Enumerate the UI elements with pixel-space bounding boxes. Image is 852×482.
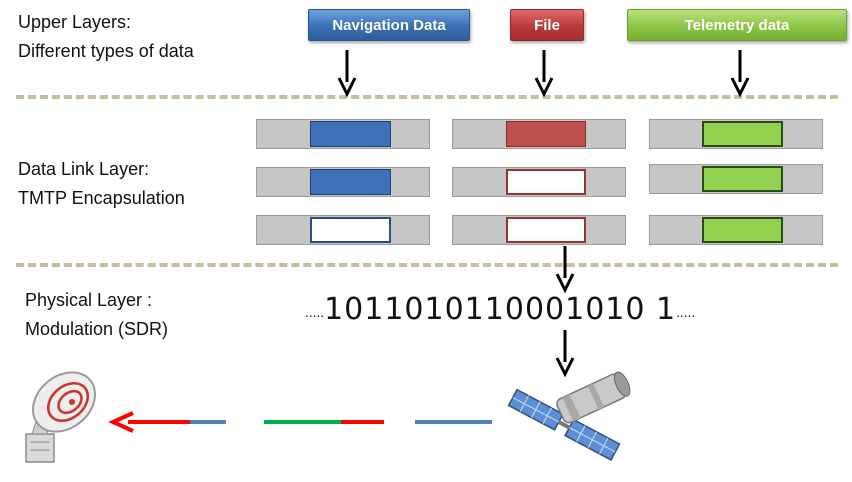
nav-frame-3 (256, 215, 430, 245)
file-tab: File (510, 9, 584, 41)
telemetry-payload-2 (702, 166, 783, 192)
arrow-telemetry-down (730, 50, 750, 98)
nav-payload-1 (310, 121, 391, 147)
file-payload-2 (506, 169, 586, 195)
arrow-frames-to-bits (555, 246, 575, 294)
upper-layers-title: Upper Layers: (18, 12, 132, 32)
physical-layer-label: Physical Layer : Modulation (SDR) (25, 286, 168, 344)
arrow-bits-to-satellite (555, 330, 575, 378)
physical-layer-subtitle: Modulation (SDR) (25, 319, 169, 339)
bitstream-dots-right: ..... (676, 306, 696, 320)
physical-layer-title: Physical Layer : (25, 290, 153, 310)
telemetry-payload-3 (702, 217, 783, 243)
telemetry-frame-3 (649, 215, 823, 245)
telemetry-payload-1 (702, 121, 783, 147)
upper-layers-label: Upper Layers: Different types of data (18, 8, 194, 66)
bitstream-dots-left: ..... (305, 306, 325, 320)
nav-payload-2 (310, 169, 391, 195)
divider-lower (16, 263, 838, 267)
bitstream-bits: 1011010110001010 1 (324, 292, 677, 327)
nav-frame-1 (256, 119, 430, 149)
signal-line (108, 411, 492, 433)
file-frame-3 (452, 215, 626, 245)
arrow-navigation-down (337, 50, 357, 98)
arrow-file-down (534, 50, 554, 98)
file-payload-3 (506, 217, 586, 243)
upper-layers-subtitle: Different types of data (18, 41, 194, 61)
data-link-layer-label: Data Link Layer: TMTP Encapsulation (18, 155, 185, 213)
data-link-subtitle: TMTP Encapsulation (18, 188, 185, 208)
divider-upper (16, 95, 838, 99)
navigation-data-tab: Navigation Data (308, 9, 470, 41)
nav-frame-2 (256, 167, 430, 197)
bitstream: .....1011010110001010 1..... (305, 292, 695, 327)
nav-payload-3 (310, 217, 391, 243)
telemetry-frame-1 (649, 119, 823, 149)
ground-antenna-icon (25, 371, 96, 463)
telemetry-data-tab: Telemetry data (627, 9, 847, 41)
file-payload-1 (506, 121, 586, 147)
file-frame-1 (452, 119, 626, 149)
data-link-title: Data Link Layer: (18, 159, 150, 179)
telemetry-frame-2 (649, 164, 823, 194)
satellite-icon (507, 371, 631, 461)
file-frame-2 (452, 167, 626, 197)
